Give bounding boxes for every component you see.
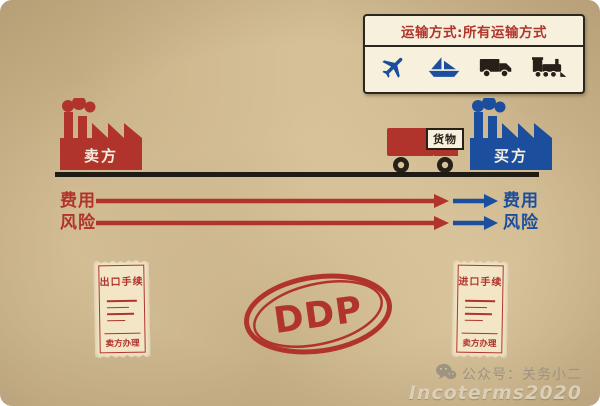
seller-cost-label: 费用 bbox=[60, 191, 96, 211]
buyer-risk-label: 风险 bbox=[503, 213, 539, 233]
import-document: 进口手续 卖方办理 bbox=[451, 260, 509, 359]
ship-icon bbox=[427, 54, 461, 81]
watermark-account-line: 公众号：关务小二 bbox=[409, 363, 582, 385]
export-doc-handler: 卖方办理 bbox=[104, 333, 141, 350]
transport-mode-icons bbox=[365, 47, 583, 87]
ddp-stamp: DDP bbox=[232, 255, 404, 372]
factory-icon bbox=[60, 96, 142, 170]
seller-label: 卖方 bbox=[83, 147, 118, 165]
plane-icon bbox=[380, 53, 408, 81]
document-frame: 出口手续 卖方办理 bbox=[98, 265, 146, 354]
document-frame: 进口手续 卖方办理 bbox=[456, 265, 504, 354]
seller-factory: 卖方 bbox=[58, 96, 144, 172]
stamp-oval-icon: DDP bbox=[244, 273, 392, 355]
transport-mode-title: 运输方式:所有运输方式 bbox=[365, 16, 583, 47]
wechat-icon bbox=[435, 363, 457, 385]
watermark-account-text: 公众号：关务小二 bbox=[462, 367, 582, 383]
watermark-incoterms-text: Incoterms2020 bbox=[408, 382, 582, 404]
buyer-cost-label: 费用 bbox=[503, 191, 539, 211]
factory-icon bbox=[470, 96, 552, 170]
transport-mode-box: 运输方式:所有运输方式 bbox=[363, 14, 585, 94]
document-text-lines bbox=[107, 295, 137, 327]
truck-icon bbox=[479, 54, 513, 81]
buyer-label: 买方 bbox=[493, 147, 528, 165]
export-doc-title: 出口手续 bbox=[99, 276, 144, 289]
watermark: 公众号：关务小二 Incoterms2020 bbox=[409, 363, 582, 404]
document-text-lines bbox=[465, 295, 495, 327]
import-doc-handler: 卖方办理 bbox=[461, 333, 498, 350]
cargo-truck: 货物 bbox=[386, 120, 470, 174]
train-icon bbox=[531, 54, 568, 81]
export-document: 出口手续 卖方办理 bbox=[93, 260, 151, 359]
import-doc-title: 进口手续 bbox=[458, 276, 503, 289]
cargo-label: 货物 bbox=[426, 128, 464, 150]
buyer-factory: 买方 bbox=[468, 96, 554, 172]
seller-risk-label: 风险 bbox=[60, 213, 96, 233]
